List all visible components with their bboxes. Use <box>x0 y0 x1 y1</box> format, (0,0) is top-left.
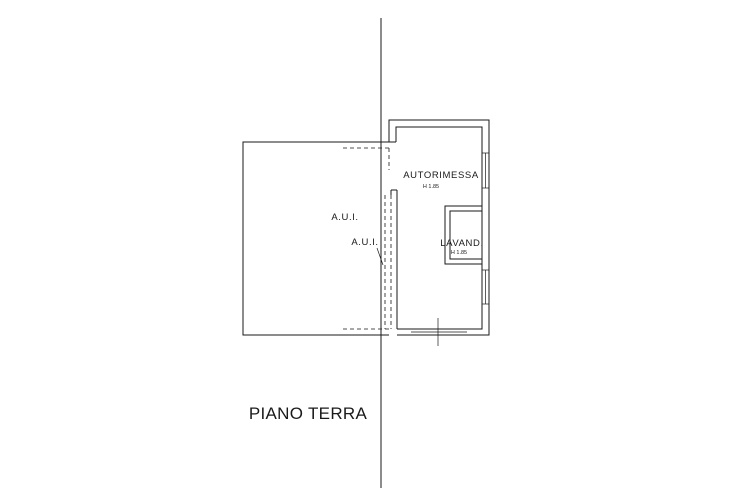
laundry-walls <box>444 205 482 265</box>
room-label-lavanderia: LAVAND. <box>440 238 483 249</box>
floor-title: PIANO TERRA <box>249 404 368 423</box>
windows <box>481 152 490 305</box>
area-label-aui-large: A.U.I. <box>331 212 358 223</box>
room-height-lavanderia: H 1.85 <box>451 250 467 256</box>
garage-door <box>411 318 467 346</box>
aui-area-outline <box>242 141 389 336</box>
dashed-edges <box>343 147 392 330</box>
area-label-aui-small: A.U.I. <box>351 237 378 248</box>
garage-walls <box>388 119 490 336</box>
room-label-autorimessa: AUTORIMESSA <box>403 170 479 181</box>
room-height-autorimessa: H 1.85 <box>423 184 439 190</box>
leader-line <box>376 247 384 266</box>
